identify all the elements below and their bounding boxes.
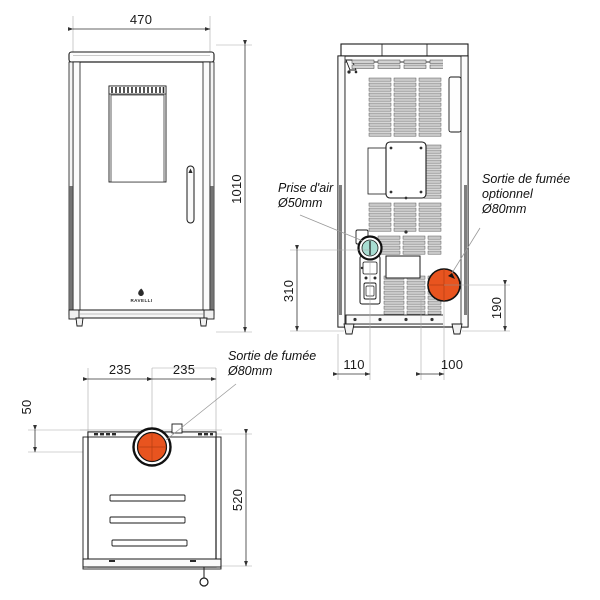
front-foot-right [199, 317, 208, 327]
dimension-top-right-half-label: 235 [173, 362, 195, 377]
dimension-top-rear-offset: 50 [19, 400, 37, 453]
callout-top-flue-line1: Sortie de fumée [228, 349, 316, 363]
front-glass-window [108, 85, 167, 183]
dimension-right-offset: 100 [415, 357, 463, 376]
flame-icon [138, 288, 144, 296]
dimension-top-depth: 520 [230, 428, 248, 567]
callout-top-flue-line2: Ø80mm [227, 364, 272, 378]
dimension-left-offset-label: 110 [343, 357, 364, 372]
air-intake-port [357, 235, 383, 261]
rear-top-cap [340, 43, 469, 57]
dimension-left-offset: 110 [332, 357, 371, 376]
dimension-front-height: 1010 [229, 39, 247, 333]
top-rear-tab [171, 423, 183, 434]
top-front-edge [82, 558, 222, 587]
rear-lower-box [385, 255, 421, 279]
callout-air-intake-line2: Ø50mm [277, 196, 322, 210]
front-door-handle [186, 165, 195, 224]
rear-extension-lines [290, 249, 510, 380]
front-foot-left [75, 317, 84, 327]
rear-view: 310 190 110 100 [281, 43, 510, 380]
rear-back-plate [344, 59, 443, 325]
top-surface-slots [109, 494, 188, 547]
rear-access-panel [385, 141, 427, 200]
dimension-top-left-half-label: 235 [109, 362, 131, 377]
front-view: 470 1010 [67, 12, 252, 333]
callout-top-flue: Sortie de fumée Ø80mm [165, 349, 316, 441]
front-top-cap [68, 51, 215, 63]
dimension-top-left-half: 235 [82, 362, 153, 381]
top-view: 235 235 50 520 [19, 362, 252, 587]
dimension-front-width-label: 470 [130, 12, 152, 27]
top-flue-outlet-port [132, 427, 172, 467]
dimension-top-depth-label: 520 [230, 489, 245, 511]
callout-air-intake-line1: Prise d'air [278, 181, 334, 195]
dimension-front-width: 470 [67, 12, 211, 31]
callout-optional-flue-line3: Ø80mm [481, 202, 526, 216]
dimension-optional-flue-height: 190 [489, 279, 507, 332]
callout-air-intake: Prise d'air Ø50mm [277, 181, 364, 242]
top-handle-ring-icon [199, 577, 209, 587]
dimension-right-offset-label: 100 [441, 357, 463, 372]
dimension-top-rear-offset-label: 50 [19, 400, 34, 415]
front-brand-logo: RAVELLI [130, 288, 152, 303]
front-brand-logo-text: RAVELLI [130, 298, 152, 303]
callout-optional-flue-line1: Sortie de fumée [482, 172, 570, 186]
front-window-louvres [108, 85, 167, 95]
dimension-optional-flue-height-label: 190 [489, 297, 504, 319]
front-base [68, 309, 215, 327]
dimension-front-height-label: 1010 [229, 174, 244, 204]
callout-optional-flue-arrow [448, 273, 455, 279]
dimension-flue-height-label: 310 [281, 280, 296, 302]
dimension-top-right-half: 235 [146, 362, 217, 381]
callout-optional-flue: Sortie de fumée optionnel Ø80mm [448, 172, 570, 279]
rear-top-register [351, 59, 443, 69]
rear-feet [343, 323, 463, 335]
dimension-flue-height: 310 [281, 244, 299, 332]
callout-optional-flue-line2: optionnel [482, 187, 534, 201]
